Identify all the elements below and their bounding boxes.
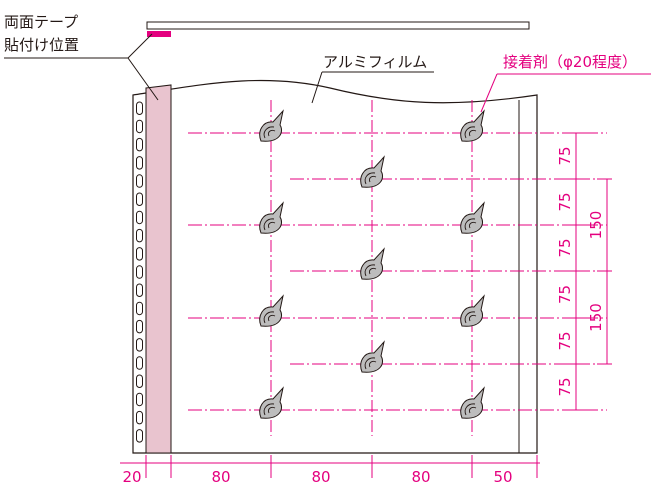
adhesive-swirl: [369, 360, 377, 368]
adhesive-swirl: [263, 403, 275, 416]
adhesive-blob: [360, 247, 385, 280]
adhesive-label: 接着剤（φ20程度）: [503, 53, 637, 71]
adhesive-dot: [360, 247, 385, 280]
edge-slot: [136, 247, 143, 261]
adhesive-swirl: [263, 311, 275, 324]
edge-slot: [136, 338, 143, 352]
tape-strip: [145, 84, 172, 454]
adhesive-blob: [259, 294, 284, 327]
adhesive-swirl: [469, 221, 477, 229]
edge-slot: [136, 374, 143, 388]
adhesive-blob: [360, 340, 385, 373]
adhesive-swirl: [464, 403, 476, 416]
adhesive-swirl: [464, 311, 476, 324]
edge-slot: [136, 101, 143, 115]
edge-slot: [136, 301, 143, 316]
adhesive-swirl: [464, 126, 476, 139]
adhesive-blob: [460, 386, 485, 419]
foil-leader-line: [311, 71, 323, 104]
adhesive-dot: [259, 201, 284, 234]
vertical-dimension-label: 75: [556, 331, 574, 350]
adhesive-swirl: [263, 218, 275, 231]
edge-slot: [136, 392, 143, 407]
vertical-dimension-label: 75: [556, 377, 574, 396]
edge-slot: [136, 228, 143, 243]
adhesive-swirl: [364, 357, 376, 370]
vertical-dimensions: 75 75 75 75 75 75 150 150: [556, 132, 612, 411]
horizontal-dimensions: 20 80 80 80 50: [120, 455, 540, 486]
adhesive-swirl: [369, 267, 377, 275]
adhesive-blob: [259, 386, 284, 419]
adhesive-blob: [460, 201, 485, 234]
edge-slot: [136, 319, 143, 334]
adhesive-dots: [259, 109, 485, 419]
vertical-dimension-label: 75: [556, 285, 574, 304]
adhesive-blob: [460, 109, 485, 142]
edge-view-panel: [146, 21, 530, 30]
adhesive-swirl: [268, 221, 276, 229]
vertical-dimension-label: 75: [556, 238, 574, 257]
tape-label-line1: 両面テープ: [4, 13, 78, 31]
edge-slot: [136, 174, 143, 188]
adhesive-blob: [360, 155, 385, 188]
adhesive-swirl: [364, 172, 376, 185]
edge-slots: [136, 101, 143, 443]
adhesive-swirl: [464, 218, 476, 231]
adhesive-dot: [460, 109, 485, 142]
annotations: 両面テープ 貼付け位置 アルミフィルム 接着剤（φ20程度）: [4, 13, 651, 113]
adhesive-leader-line: [480, 73, 498, 113]
adhesive-swirl: [469, 314, 477, 322]
edge-slot: [136, 156, 143, 170]
adhesive-dot: [360, 155, 385, 188]
adhesive-swirl: [268, 406, 276, 414]
adhesive-dot: [460, 294, 485, 327]
foil-panel-outline: [132, 79, 538, 454]
layout-grid: [188, 100, 607, 436]
edge-slot: [136, 410, 143, 425]
edge-view-tape-mark: [147, 31, 171, 37]
adhesive-swirl: [263, 126, 275, 139]
horizontal-dimension-label: 80: [311, 468, 330, 486]
edge-slot: [136, 210, 143, 225]
edge-slot: [136, 429, 143, 443]
tape-leader-line-top: [127, 33, 153, 59]
adhesive-dot: [259, 294, 284, 327]
horizontal-dimension-label: 50: [493, 468, 512, 486]
adhesive-swirl: [268, 314, 276, 322]
tape-leader-line: [4, 57, 159, 101]
adhesive-swirl: [364, 264, 376, 277]
edge-slot: [136, 119, 143, 134]
horizontal-dimension-label: 80: [211, 468, 230, 486]
edge-slot: [136, 265, 143, 279]
adhesive-blob: [460, 294, 485, 327]
adhesive-swirl: [268, 129, 276, 137]
adhesive-swirl: [469, 129, 477, 137]
adhesive-swirl: [469, 406, 477, 414]
adhesive-dot: [259, 109, 284, 142]
edge-slot: [136, 137, 143, 152]
adhesive-blob: [259, 109, 284, 142]
tape-label-line2: 貼付け位置: [4, 36, 79, 54]
vertical-dimension-label: 75: [556, 192, 574, 211]
horizontal-dimension-label: 20: [122, 468, 141, 486]
vertical-dimension-label: 75: [556, 146, 574, 165]
edge-slot: [136, 356, 143, 370]
edge-slot: [136, 192, 143, 206]
adhesive-dot: [360, 340, 385, 373]
adhesive-dot: [259, 386, 284, 419]
adhesive-swirl: [369, 175, 377, 183]
adhesive-dot: [460, 201, 485, 234]
adhesive-dot: [460, 386, 485, 419]
adhesive-blob: [259, 201, 284, 234]
edge-slot: [136, 283, 143, 297]
panel: [132, 79, 538, 454]
span-dimension-label: 150: [587, 211, 605, 240]
edge-view: [146, 21, 530, 37]
foil-label: アルミフィルム: [323, 53, 427, 71]
horizontal-dimension-label: 80: [411, 468, 430, 486]
span-dimension-label: 150: [587, 303, 605, 332]
